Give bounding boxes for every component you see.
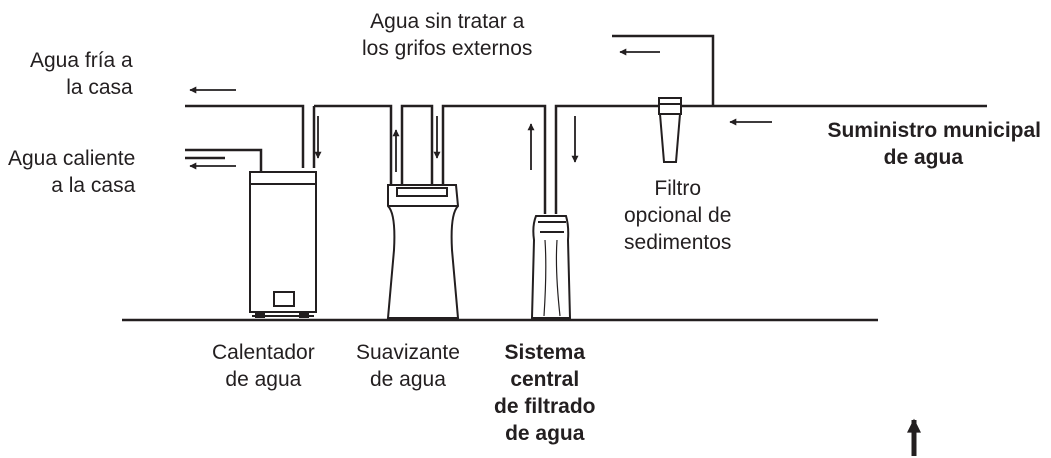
water-softener xyxy=(386,184,460,319)
municipal-supply-label: Suministro municipal de agua xyxy=(827,119,1041,169)
water-heater xyxy=(249,171,317,318)
central-filtration-label: Sistema central de filtrado de agua xyxy=(494,341,596,445)
sediment-filter xyxy=(658,97,682,163)
sediment-filter-label: Filtro opcional de sedimentos xyxy=(624,177,732,254)
water-heater-label: Calentador de agua xyxy=(212,341,315,391)
cold-water-label: Agua fría a la casa xyxy=(30,49,133,99)
central-filtration-system xyxy=(530,215,572,319)
main-water-pipe xyxy=(185,34,987,214)
water-softener-label: Suavizante de agua xyxy=(356,341,460,391)
hot-water-pipe xyxy=(185,148,263,174)
untreated-water-label: Agua sin tratar a los grifos externos xyxy=(362,10,533,60)
hot-water-label: Agua caliente a la casa xyxy=(8,147,136,197)
